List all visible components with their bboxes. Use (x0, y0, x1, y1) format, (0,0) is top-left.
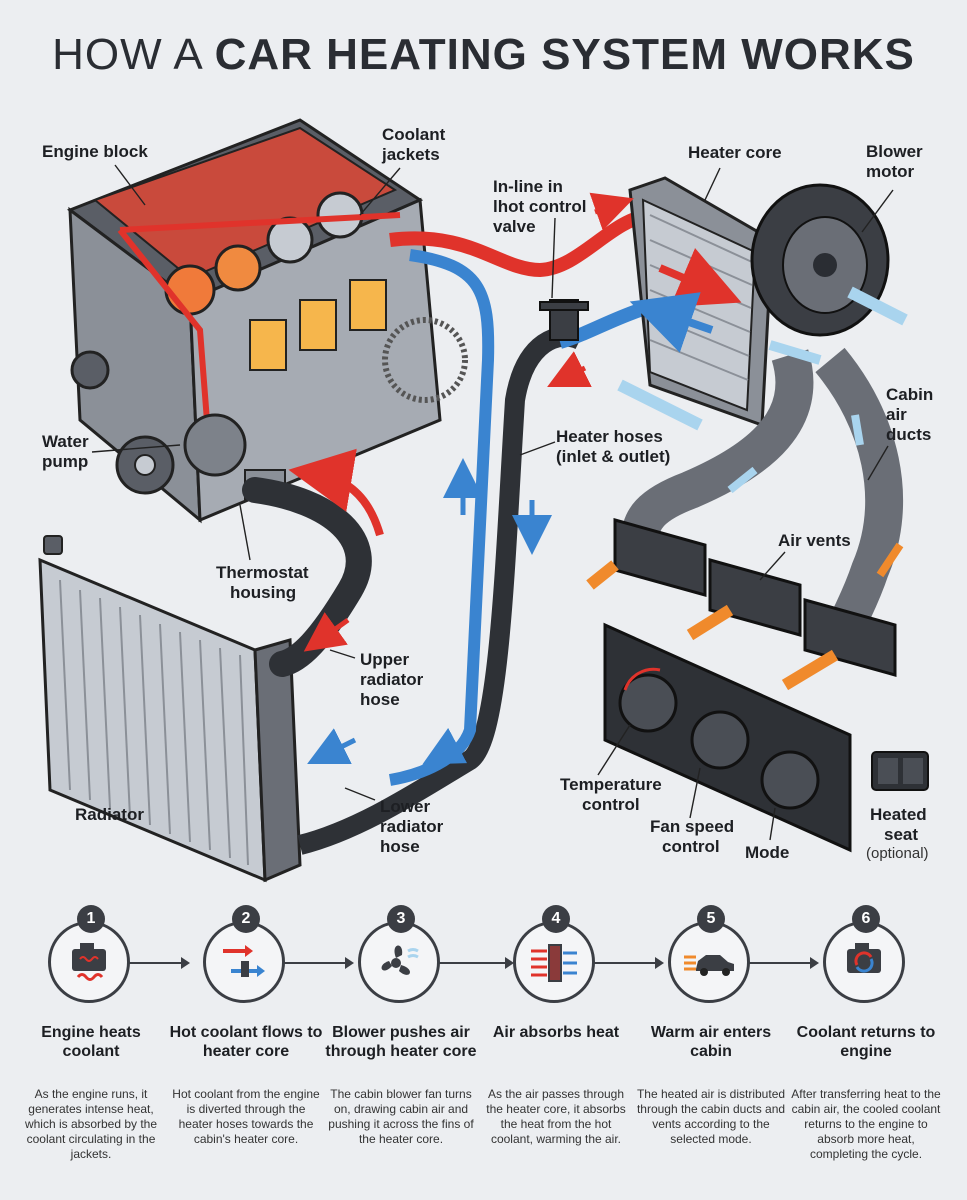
cabin-air-duct-2 (815, 347, 904, 637)
heated-seat-switch (871, 751, 929, 791)
page-title: HOW A CAR HEATING SYSTEM WORKS (0, 30, 967, 80)
step-number: 3 (387, 905, 415, 933)
step-icon-circle (823, 921, 905, 1003)
label-fan-speed-control-1: Fan speed (650, 817, 734, 836)
label-upper-radiator-hose-2: radiator (360, 670, 424, 689)
radiator (38, 535, 302, 883)
label-heater-hoses-2: (inlet & outlet) (556, 447, 670, 466)
step-arrow (282, 957, 354, 969)
car-icon (684, 955, 734, 976)
label-thermostat-housing-1: Thermostat (216, 563, 309, 582)
label-lower-radiator-hose-1: Lower (380, 797, 430, 816)
label-cabin-air-ducts-2: air (886, 405, 907, 424)
blower-motor (750, 183, 890, 337)
label-water-pump-2: pump (42, 452, 88, 471)
label-blower-motor-2: motor (866, 162, 915, 181)
leader-lines (91, 164, 894, 841)
title-light: HOW A (52, 30, 202, 79)
label-air-vents: Air vents (778, 531, 851, 550)
step-icon-circle (203, 921, 285, 1003)
diagram-labels: Engine block Coolant jackets In-line in … (42, 125, 933, 862)
step-icon-circle (358, 921, 440, 1003)
inline-valve (539, 299, 589, 341)
step-arrow (747, 957, 819, 969)
title-bold: CAR HEATING SYSTEM WORKS (214, 30, 915, 79)
label-lower-radiator-hose-2: radiator (380, 817, 444, 836)
label-blower-motor-1: Blower (866, 142, 923, 161)
engine-cycle-icon (847, 943, 881, 973)
label-heated-seat-2: seat (884, 825, 918, 844)
label-heated-seat-optional: (optional) (866, 845, 929, 862)
step-number: 6 (852, 905, 880, 933)
step-title: Hot coolant flows to heater core (169, 1024, 323, 1060)
label-temperature-control-2: control (582, 795, 640, 814)
label-inline-valve-1: In-line in (493, 177, 563, 196)
engine-block (66, 118, 468, 524)
step-description: As the engine runs, it generates intense… (24, 1087, 158, 1161)
process-steps: 1 Engine heats coolant As the engine run… (0, 900, 967, 1200)
label-mode: Mode (745, 843, 789, 862)
step-number: 4 (542, 905, 570, 933)
step-description: The cabin blower fan turns on, drawing c… (328, 1087, 474, 1146)
climate-control-panel (603, 622, 852, 853)
label-coolant-jackets-2: jackets (381, 145, 440, 164)
step-icon-circle (513, 921, 595, 1003)
label-inline-valve-2: lhot control (493, 197, 586, 216)
step-title: Air absorbs heat (492, 1024, 620, 1041)
coolant-return-hose (388, 249, 495, 786)
step-arrow (592, 957, 664, 969)
step-description: As the air passes through the heater cor… (486, 1087, 626, 1146)
step-description: After transferring heat to the cabin air… (791, 1087, 941, 1161)
step-number: 5 (697, 905, 725, 933)
heating-system-diagram: Engine block Coolant jackets In-line in … (38, 118, 933, 883)
engine-heat-icon (72, 943, 106, 981)
step-title: Blower pushes air through heater core (325, 1024, 477, 1060)
flow-arrows (288, 192, 908, 765)
step-description: The heated air is distributed through th… (636, 1087, 786, 1146)
step-number: 2 (232, 905, 260, 933)
label-thermostat-housing-2: housing (230, 583, 296, 602)
fan-icon (381, 945, 419, 975)
label-heater-hoses-1: Heater hoses (556, 427, 663, 446)
step-title: Coolant returns to engine (796, 1024, 936, 1060)
cabin-air-duct-1 (621, 349, 814, 542)
label-inline-valve-3: valve (493, 217, 536, 236)
label-coolant-jackets-1: Coolant (382, 125, 446, 144)
label-upper-radiator-hose-3: hose (360, 690, 400, 709)
heater-core-icon (531, 944, 577, 982)
step-description: Hot coolant from the engine is diverted … (172, 1087, 320, 1146)
label-cabin-air-ducts-3: ducts (886, 425, 931, 444)
label-heated-seat-1: Heated (870, 805, 927, 824)
step-arrow (437, 957, 514, 969)
hot-hose (389, 208, 652, 278)
label-temperature-control-1: Temperature (560, 775, 662, 794)
step-icon-circle (48, 921, 130, 1003)
label-fan-speed-control-2: control (662, 837, 720, 856)
label-water-pump-1: Water (42, 432, 89, 451)
label-heater-core: Heater core (688, 143, 782, 162)
heater-core (628, 176, 774, 428)
step-title: Engine heats coolant (41, 1024, 141, 1060)
label-cabin-air-ducts-1: Cabin (886, 385, 933, 404)
step-title: Warm air enters cabin (650, 1024, 772, 1060)
lower-radiator-hose (297, 326, 585, 855)
label-engine-block: Engine block (42, 142, 148, 161)
label-radiator: Radiator (75, 805, 144, 824)
step-number: 1 (77, 905, 105, 933)
valve-flow-icon (223, 945, 265, 977)
label-upper-radiator-hose-1: Upper (360, 650, 410, 669)
label-lower-radiator-hose-3: hose (380, 837, 420, 856)
step-arrow (128, 957, 190, 969)
step-icon-circle (668, 921, 750, 1003)
